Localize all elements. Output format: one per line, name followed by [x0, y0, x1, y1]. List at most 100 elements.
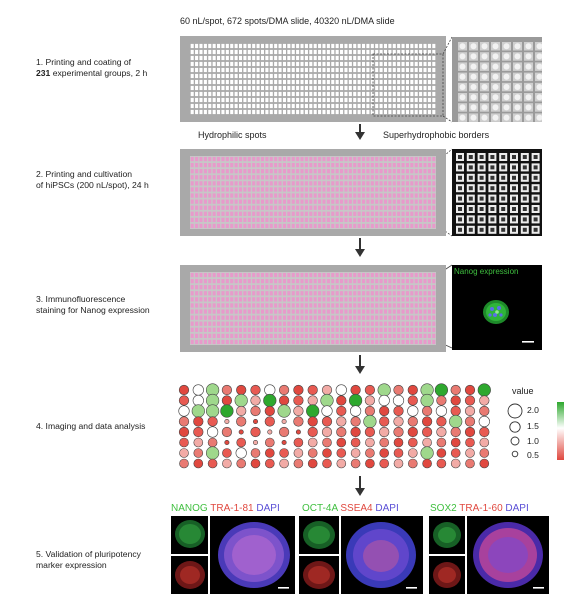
nanog-green-channel — [171, 516, 208, 554]
zoom-1-spots — [458, 42, 542, 122]
bubble — [450, 395, 461, 406]
validation-label-1: NANOG TRA-1-81 DAPI — [171, 503, 280, 514]
bubble — [250, 426, 261, 438]
bubble — [321, 426, 333, 438]
bubble — [253, 439, 259, 445]
bubble — [264, 416, 275, 427]
bubble — [393, 458, 404, 469]
label-dapi-3: DAPI — [502, 503, 529, 514]
bubble — [265, 437, 275, 448]
bubble — [450, 458, 461, 469]
bubble — [364, 426, 375, 438]
bubble — [263, 393, 277, 408]
bubble — [224, 418, 230, 424]
bubble — [407, 395, 418, 406]
bubble — [322, 448, 332, 458]
label-tra-1-60: TRA-1-60 — [456, 503, 503, 514]
bubble — [336, 426, 347, 438]
bubble — [293, 448, 304, 458]
bubble — [279, 458, 289, 469]
bubble — [379, 416, 390, 427]
bubble — [336, 416, 347, 427]
bubble — [393, 384, 404, 396]
bubble — [464, 426, 476, 438]
bubble — [379, 426, 390, 438]
bubble — [307, 416, 318, 427]
step-1-line2: experimental groups, 2 h — [52, 68, 148, 78]
slide-1-spot-grid — [190, 43, 436, 115]
bubble — [393, 426, 404, 438]
bubble — [179, 458, 189, 469]
bubble — [407, 405, 419, 417]
bubble — [450, 405, 461, 417]
bubble — [364, 395, 375, 406]
step-3-line2: staining for Nanog expression — [36, 305, 150, 315]
bubble — [250, 448, 261, 458]
bubble — [364, 384, 375, 396]
step-2-label: 2. Printing and cultivation of hiPSCs (2… — [36, 169, 149, 191]
bubble — [207, 458, 218, 469]
bubble — [422, 437, 432, 448]
step-3-label: 3. Immunofluorescence staining for Nanog… — [36, 294, 150, 316]
bubble — [336, 458, 347, 469]
tra-1-81-red-channel — [171, 556, 208, 594]
bubble — [221, 395, 233, 406]
bubble — [250, 395, 261, 406]
step-5-line2: marker expression — [36, 560, 107, 570]
bubble — [465, 448, 475, 458]
bubble — [434, 383, 449, 397]
bubble — [293, 405, 304, 417]
bubble — [293, 458, 304, 469]
bubble — [221, 384, 233, 396]
bubble — [379, 458, 389, 469]
legend-title: value — [512, 386, 534, 396]
bubble — [321, 384, 333, 396]
bubble — [350, 437, 361, 448]
bubble — [379, 437, 389, 448]
bubble — [422, 458, 432, 469]
legend-color-bar — [557, 402, 564, 460]
bubble — [238, 429, 244, 435]
bubble — [478, 415, 490, 428]
bubble — [365, 448, 375, 458]
bubble — [277, 404, 291, 418]
bubble — [221, 426, 233, 438]
bubble — [234, 393, 248, 408]
header-text: 60 nL/spot, 672 spots/DMA slide, 40320 n… — [180, 16, 395, 26]
bubble — [321, 416, 333, 427]
bubble — [222, 458, 232, 469]
bubble — [436, 437, 447, 448]
bubble — [436, 448, 447, 458]
bubble — [407, 416, 418, 427]
bubble — [321, 405, 333, 417]
bubble — [377, 383, 391, 397]
nanog-colony — [483, 300, 534, 343]
bubble — [193, 448, 204, 458]
bubble — [336, 437, 347, 448]
bubble — [193, 458, 204, 469]
superhydrophobic-label: Superhydrophobic borders — [383, 130, 490, 140]
bubble — [422, 416, 433, 427]
step-2-line1: 2. Printing and cultivation — [36, 169, 133, 179]
hydrophilic-label: Hydrophilic spots — [198, 130, 267, 140]
legend-val-2-0: 2.0 — [527, 405, 539, 415]
oct-4a-green-channel — [299, 516, 339, 554]
legend-size-0-5 — [511, 450, 519, 458]
step-3-line1: 3. Immunofluorescence — [36, 294, 126, 304]
bubble — [408, 458, 418, 469]
bubble — [236, 416, 247, 427]
bubble — [407, 426, 418, 438]
bubble — [193, 437, 204, 448]
bubble — [350, 458, 361, 469]
bubble — [420, 446, 434, 460]
bubble — [253, 418, 259, 424]
bubble — [179, 437, 189, 448]
bubble — [450, 384, 461, 396]
legend-size-1-5 — [509, 421, 521, 433]
bubble — [479, 426, 490, 438]
label-dapi-1: DAPI — [253, 503, 280, 514]
bubble — [363, 414, 377, 429]
bubble — [193, 416, 204, 427]
slide-2-hipsc — [180, 149, 446, 236]
bubble — [236, 458, 246, 469]
